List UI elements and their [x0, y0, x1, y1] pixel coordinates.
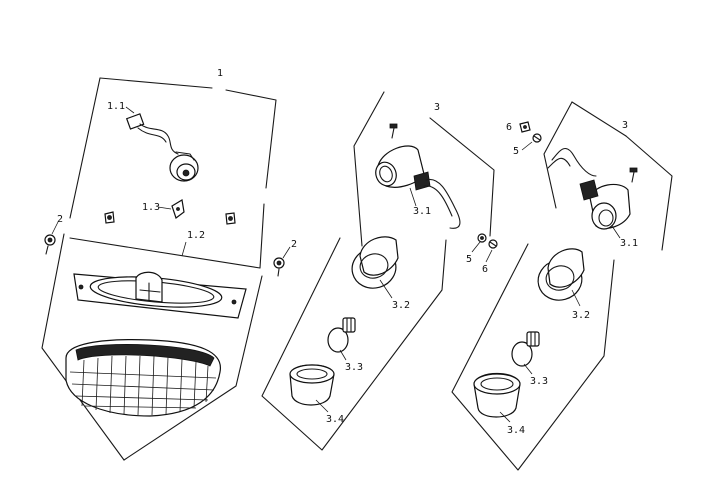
leader-3-2-mid: [379, 279, 393, 299]
part-labels: 1 1.1 1.2 1.3 2 2 3 3.1 3.2 3.3 3.4 5 6 …: [57, 68, 638, 436]
group-1-frame-lower-right: [123, 275, 263, 461]
label-part-3-2-mid: 3.2: [392, 300, 410, 311]
nut-5-mid: [477, 233, 487, 243]
leader-2-left: [51, 221, 59, 235]
turn-signal-bulb-right: [511, 331, 540, 367]
label-group-3-right: 3: [622, 120, 628, 131]
label-part-3-1-mid: 3.1: [413, 206, 431, 217]
turn-signal-bulb-mid: [327, 317, 356, 353]
tail-light-assembly: [41, 77, 291, 461]
group-1-frame-top-right: [225, 89, 277, 189]
turn-signal-housing-right: [579, 179, 631, 230]
label-part-6-right: 6: [506, 122, 512, 133]
group-3-mid-frame-top-right: [429, 117, 495, 237]
label-part-2-right: 2: [291, 239, 297, 250]
bracket-nut-right: [225, 212, 236, 225]
rubber-ring-right: [473, 373, 521, 418]
group-3-right-frame-top: [571, 101, 627, 137]
leader-1-3: [157, 206, 172, 210]
label-part-1-2: 1.2: [187, 230, 205, 241]
rubber-ring-mid: [289, 364, 335, 406]
lens-grid-pattern: [69, 355, 217, 416]
group-3-right-frame-bottom: [451, 243, 615, 471]
label-part-3-4-right: 3.4: [507, 425, 525, 436]
bulb-socket-with-wire: [125, 113, 199, 182]
mounting-nut-left: [44, 234, 56, 255]
lamp-clip: [171, 199, 185, 219]
turn-signal-lens-mid: [351, 236, 399, 289]
group-1-frame-middle: [69, 203, 265, 269]
leader-5-right: [521, 141, 533, 151]
bracket-nut-left: [104, 211, 115, 224]
turn-signal-screw-right: [629, 167, 638, 183]
label-part-5-right: 5: [513, 146, 519, 157]
group-1-frame-lower-left: [41, 233, 125, 461]
leader-1-1: [125, 106, 135, 114]
label-part-3-3-mid: 3.3: [345, 362, 363, 373]
turn-signal-assembly-right: [451, 101, 673, 471]
tail-lamp-lens: [65, 339, 221, 417]
leader-3-1-right: [611, 225, 621, 239]
leader-1-2: [181, 241, 187, 257]
leader-3-4-right: [499, 411, 511, 423]
label-part-3-4-mid: 3.4: [326, 414, 344, 425]
label-part-3-3-right: 3.3: [530, 376, 548, 387]
group-3-right-frame-left: [543, 101, 573, 209]
license-plate-bracket: [73, 271, 247, 319]
leader-3-4-mid: [315, 399, 329, 413]
mounting-nut-right: [273, 257, 285, 277]
leader-3-1-mid: [409, 187, 417, 207]
group-3-right-frame-right: [625, 135, 673, 251]
group-1-frame-top: [99, 77, 213, 89]
leader-3-3-right: [523, 363, 533, 375]
turn-signal-housing-mid: [375, 145, 461, 229]
nut-6-right: [519, 121, 531, 133]
turn-signal-lens-right: [537, 248, 585, 301]
leader-2-right: [282, 246, 291, 259]
label-part-5-mid: 5: [466, 254, 472, 265]
label-part-6-mid: 6: [482, 264, 488, 275]
group-3-mid-frame-bottom: [261, 237, 447, 451]
washer-5-right: [532, 133, 542, 143]
turn-signal-wire-right: [551, 147, 597, 177]
label-part-1-1: 1.1: [107, 101, 125, 112]
label-group-1: 1: [217, 68, 223, 79]
group-3-mid-frame-top: [353, 91, 385, 247]
turn-signal-screw-mid: [389, 123, 398, 139]
leader-6-mid: [485, 249, 493, 263]
washer-6-mid: [488, 239, 498, 249]
leader-5-mid: [471, 241, 481, 253]
leader-3-3-mid: [339, 349, 347, 361]
turn-signal-assembly-left: [261, 91, 498, 451]
label-group-3-mid: 3: [434, 102, 440, 113]
group-1-frame-left: [69, 77, 101, 219]
leader-3-2-right: [571, 289, 581, 307]
label-part-3-1-right: 3.1: [620, 238, 638, 249]
label-part-1-3: 1.3: [142, 202, 160, 213]
label-part-3-2-right: 3.2: [572, 310, 590, 321]
label-part-2-left: 2: [57, 214, 63, 225]
